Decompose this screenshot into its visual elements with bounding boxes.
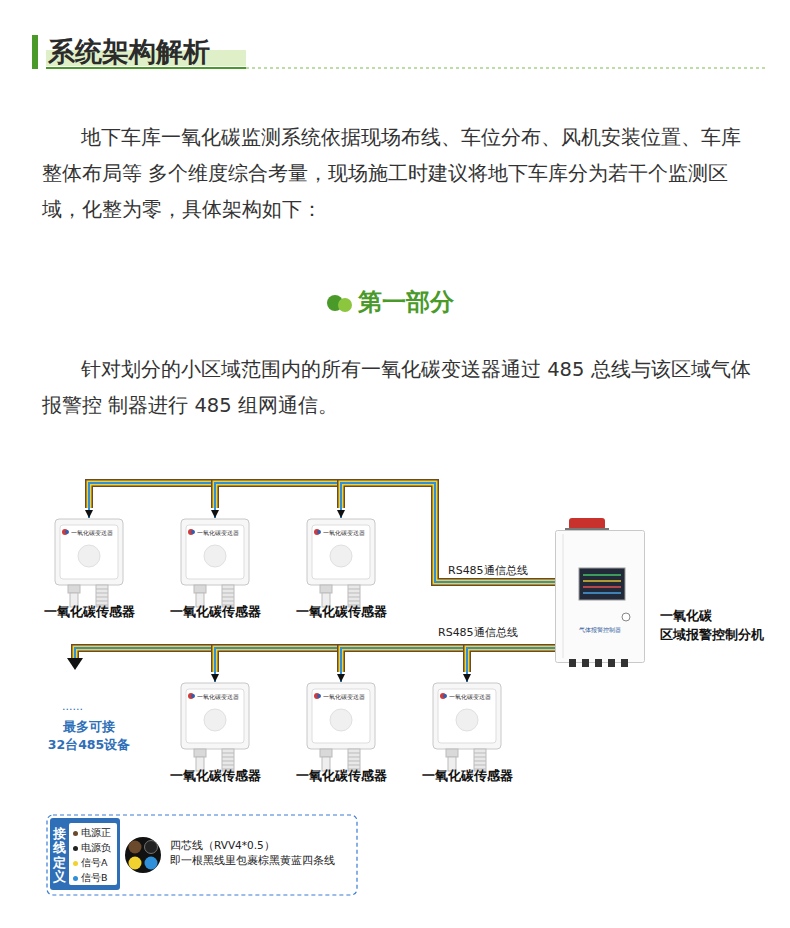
device-label: 一氧化碳传感器	[296, 603, 387, 621]
dashed-rule	[246, 67, 766, 68]
sensor-device: 一氧化碳变送器一氧化碳传感器	[306, 682, 376, 774]
device-plate-text: 气体报警控制器	[555, 626, 645, 635]
legend-swatch	[73, 876, 78, 881]
legend-swatch	[73, 846, 78, 851]
legend-entry: 信号A	[73, 857, 108, 870]
device-plate-text: 一氧化碳变送器	[197, 693, 239, 702]
bus-stripe	[215, 483, 555, 582]
device-plate-text: 一氧化碳变送器	[323, 693, 365, 702]
bus-stripe	[467, 648, 555, 672]
legend-inner	[69, 823, 117, 885]
device-label: 一氧化碳传感器	[44, 603, 135, 621]
device-label: 一氧化碳传感器	[422, 767, 513, 785]
bus-cable	[215, 483, 555, 582]
device-plate-text: 一氧化碳变送器	[323, 529, 365, 538]
legend-entry: 电源负	[73, 842, 111, 855]
bus-stripe	[215, 483, 555, 582]
controller-illustration	[555, 530, 645, 665]
legend-entry: 电源正	[73, 827, 111, 840]
bus-stripe	[215, 648, 555, 672]
bus-cable	[341, 648, 555, 682]
heading-dot	[338, 298, 352, 312]
section-heading: 第一部分	[358, 286, 454, 318]
legend-text: 电源正	[81, 827, 111, 838]
device-label: 一氧化碳 区域报警控制分机	[660, 606, 772, 644]
legend-heading: 接线定义	[53, 827, 66, 884]
bus-connector	[215, 483, 555, 582]
sensor-device: 一氧化碳变送器一氧化碳传感器	[432, 682, 502, 774]
legend-swatch	[73, 861, 78, 866]
bus-connector	[89, 483, 555, 582]
paragraph: 地下车库一氧化碳监测系统依据现场布线、车位分布、风机安装位置、车库整体布局等 多…	[42, 120, 758, 228]
legend-frame	[47, 815, 357, 895]
title-rule	[46, 67, 246, 69]
bus-connector	[341, 648, 555, 682]
cable-note: 四芯线（RVV4*0.5） 即一根黑线里包裹棕黑黄蓝四条线	[170, 838, 355, 868]
sensor-device: 一氧化碳变送器一氧化碳传感器	[180, 682, 250, 774]
bus-cable	[215, 648, 555, 682]
legend-entry: 信号B	[73, 872, 108, 885]
legend-text: 电源负	[81, 842, 111, 853]
capacity-note: 最多可接 32台485设备	[40, 718, 138, 754]
bus-connector	[467, 648, 555, 682]
bus-extension	[67, 648, 215, 670]
device-plate-text: 一氧化碳变送器	[449, 693, 491, 702]
cable-icon	[125, 837, 161, 873]
bus-label: RS485通信总线	[446, 563, 530, 578]
bus-stripe	[215, 648, 555, 672]
sensor-device: 一氧化碳变送器一氧化碳传感器	[54, 518, 124, 610]
controller-device: 气体报警控制器一氧化碳 区域报警控制分机	[555, 530, 645, 665]
device-label: 一氧化碳传感器	[170, 603, 261, 621]
device-plate-text: 一氧化碳变送器	[197, 529, 239, 538]
legend-text: 信号A	[81, 857, 108, 868]
bus-stripe	[89, 483, 555, 582]
device-plate-text: 一氧化碳变送器	[71, 529, 113, 538]
device-label: 一氧化碳传感器	[296, 767, 387, 785]
paragraph: 针对划分的小区域范围内的所有一氧化碳变送器通过 485 总线与该区域气体报警控 …	[42, 352, 758, 424]
bus-cable	[89, 483, 555, 582]
bus-stripe	[89, 483, 555, 582]
sensor-device: 一氧化碳变送器一氧化碳传感器	[306, 518, 376, 610]
device-label: 一氧化碳传感器	[170, 767, 261, 785]
bus-connector	[215, 648, 555, 682]
title-bar	[32, 35, 38, 69]
ellipsis-note: ......	[62, 700, 83, 713]
bus-stripe	[341, 648, 555, 672]
bus-stripe	[467, 648, 555, 672]
legend-swatch	[73, 831, 78, 836]
legend-panel	[50, 818, 120, 890]
bus-cable	[467, 648, 555, 682]
legend-text: 信号B	[81, 872, 108, 883]
bus-label: RS485通信总线	[436, 625, 520, 640]
section-title: 系统架构解析	[48, 34, 210, 70]
bus-stripe	[341, 648, 555, 672]
sensor-device: 一氧化碳变送器一氧化碳传感器	[180, 518, 250, 610]
